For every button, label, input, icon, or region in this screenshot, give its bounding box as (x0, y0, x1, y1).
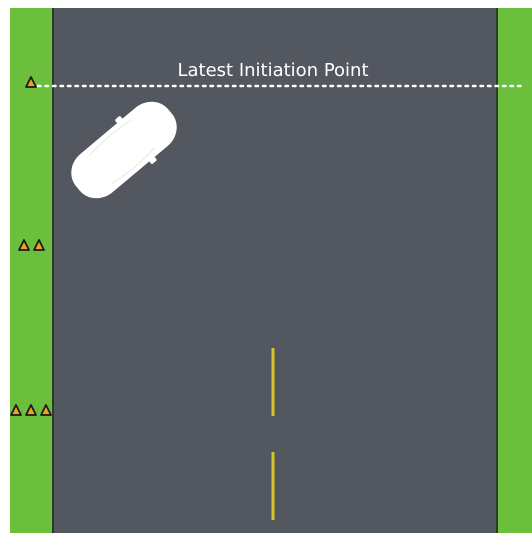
cone-group-3 (11, 405, 51, 415)
initiation-label: Latest Initiation Point (177, 60, 368, 81)
